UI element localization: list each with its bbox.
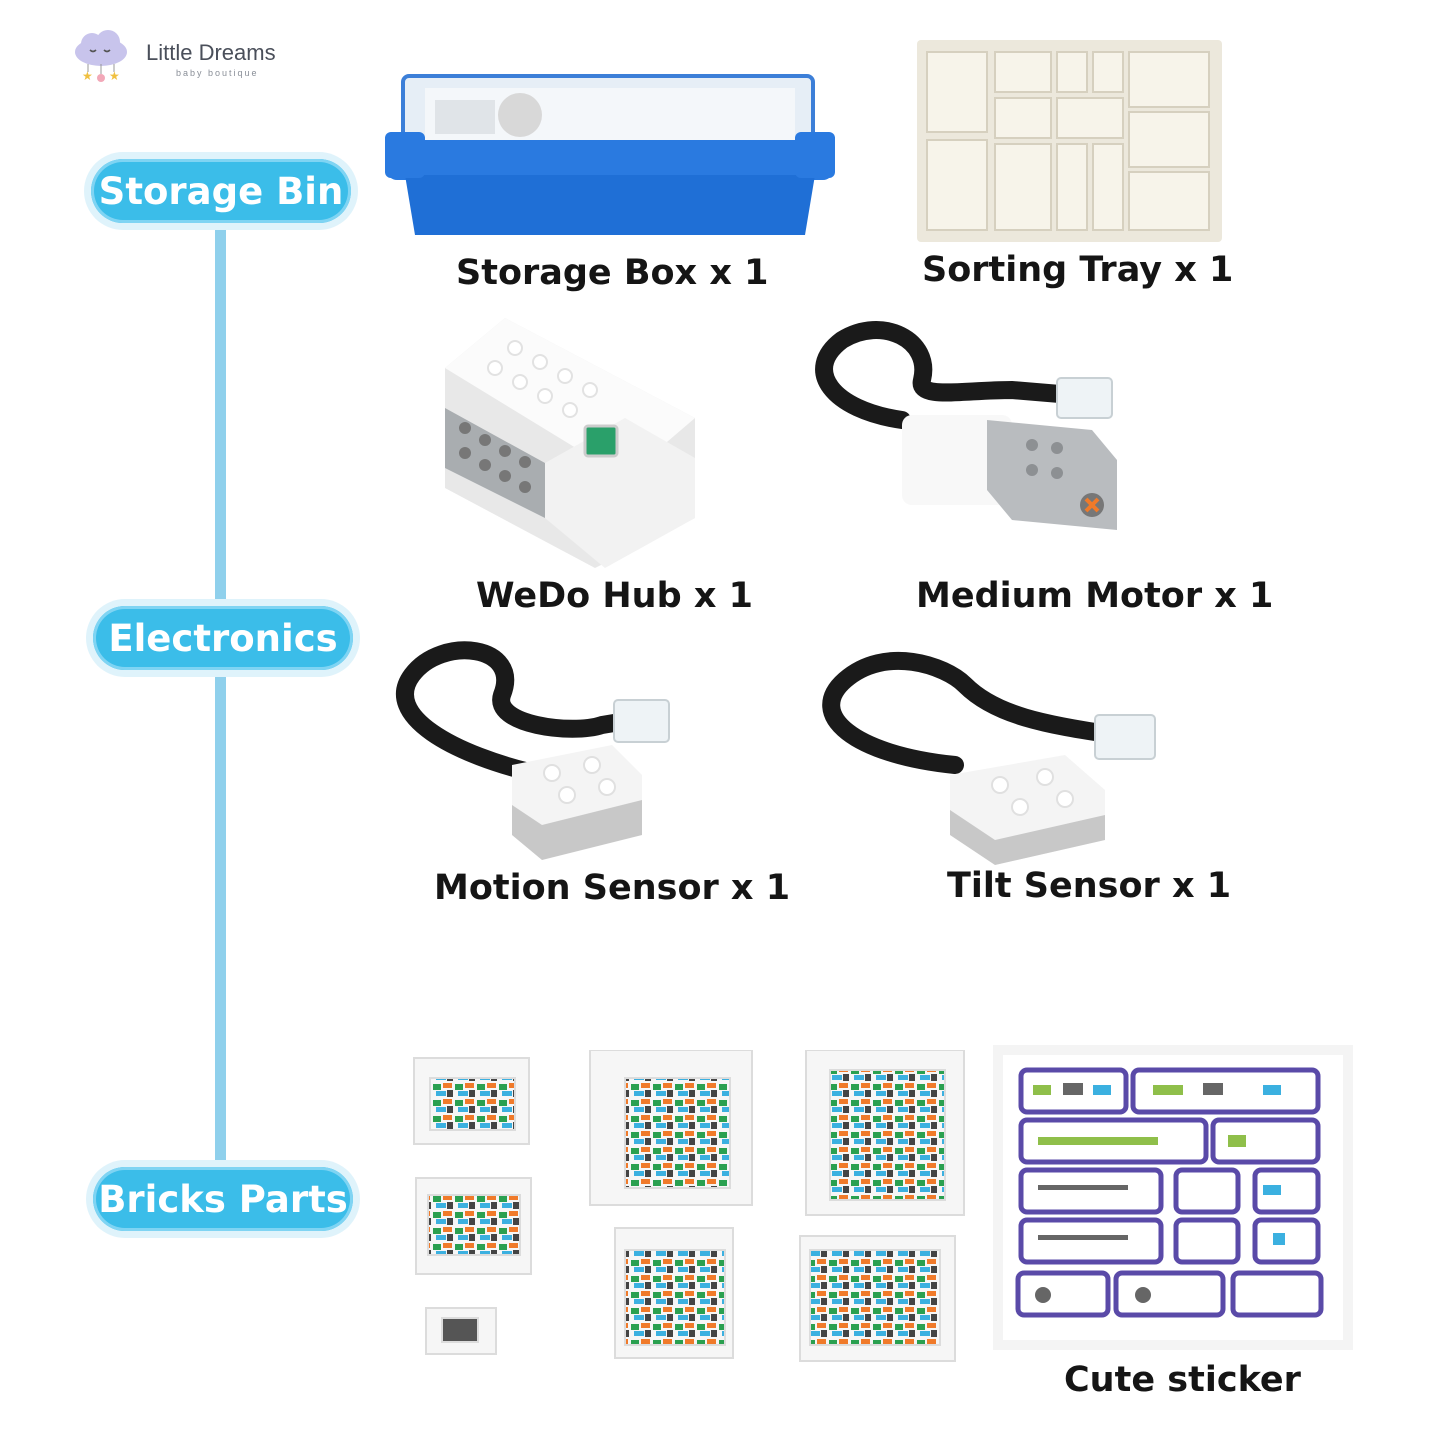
sorting-tray-image [917,40,1222,242]
caption-motion-sensor: Motion Sensor x 1 [434,868,791,908]
brick-part-bags-image [413,1050,965,1362]
category-label: Electronics [108,616,338,660]
caption-tilt-sensor: Tilt Sensor x 1 [947,866,1232,906]
category-bricks-parts: Bricks Parts [86,1160,360,1238]
category-electronics: Electronics [86,599,360,677]
sticker-sheet-image [993,1045,1353,1350]
wedo-hub-image [445,318,695,568]
cloud-logo-icon: ★ ★ [75,30,127,83]
caption-wedo-hub: WeDo Hub x 1 [476,576,753,616]
caption-cute-sticker: Cute sticker [1064,1360,1301,1400]
tilt-sensor-image [822,651,1156,865]
svg-text:★: ★ [109,69,120,83]
caption-medium-motor: Medium Motor x 1 [916,576,1274,616]
svg-text:★: ★ [82,69,93,83]
medium-motor-image [815,321,1117,530]
brand-logo: ★ ★ Little Dreams baby boutique [70,28,310,88]
timeline-line [215,230,226,1170]
brand-name: Little Dreams [146,40,276,65]
category-label: Storage Bin [98,169,344,213]
caption-sorting-tray: Sorting Tray x 1 [922,250,1234,290]
category-storage-bin: Storage Bin [84,152,358,230]
storage-box-image [385,74,835,235]
caption-storage-box: Storage Box x 1 [456,253,769,293]
motion-sensor-image [396,641,670,860]
brand-tagline: baby boutique [176,68,259,78]
category-label: Bricks Parts [98,1177,348,1221]
